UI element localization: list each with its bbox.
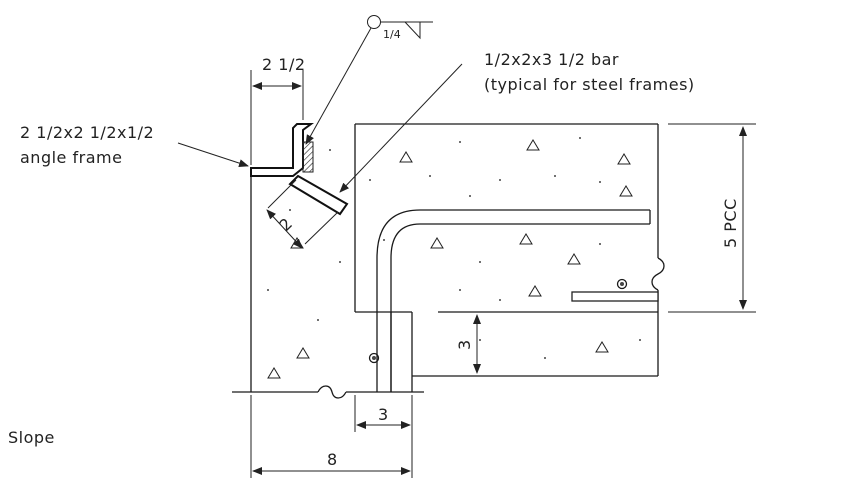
curb-block <box>250 124 413 392</box>
angle-leader <box>177 142 249 167</box>
dim-top-width-label: 2 1/2 <box>262 55 306 74</box>
bar-note: (typical for steel frames) <box>484 75 695 94</box>
bar-leader <box>339 63 463 193</box>
ground-line <box>232 385 424 399</box>
dim-step-label: 3 <box>455 339 474 350</box>
reinforcing-bar <box>376 209 651 392</box>
weld-size-label: 1/4 <box>383 28 401 41</box>
dim-leg <box>266 179 339 249</box>
aggregate-triangles <box>267 139 633 379</box>
anchor-bar <box>288 174 349 216</box>
dim-overall <box>250 395 413 478</box>
angle-label: 2 1/2x2 1/2x1/2 <box>20 123 154 142</box>
dowel-bar <box>571 278 659 302</box>
dim-slab <box>668 123 756 313</box>
slope-label: Slope <box>8 428 55 447</box>
dim-slab-label: 5 PCC <box>721 198 740 248</box>
weld-symbol <box>305 15 433 145</box>
dim-bottom-step <box>354 395 413 432</box>
dim-top-width <box>250 70 304 165</box>
weld-hatch <box>302 141 314 173</box>
concrete-speckles <box>267 137 641 359</box>
angle-frame <box>250 123 314 177</box>
dim-overall-label: 8 <box>327 450 338 469</box>
bar-label: 1/2x2x3 1/2 bar <box>484 50 619 69</box>
dim-bottom-step-label: 3 <box>378 405 389 424</box>
pcc-slab <box>355 123 665 377</box>
angle-note: angle frame <box>20 148 122 167</box>
rebar-section <box>368 352 380 364</box>
dim-leg-label: 2 <box>275 214 296 235</box>
